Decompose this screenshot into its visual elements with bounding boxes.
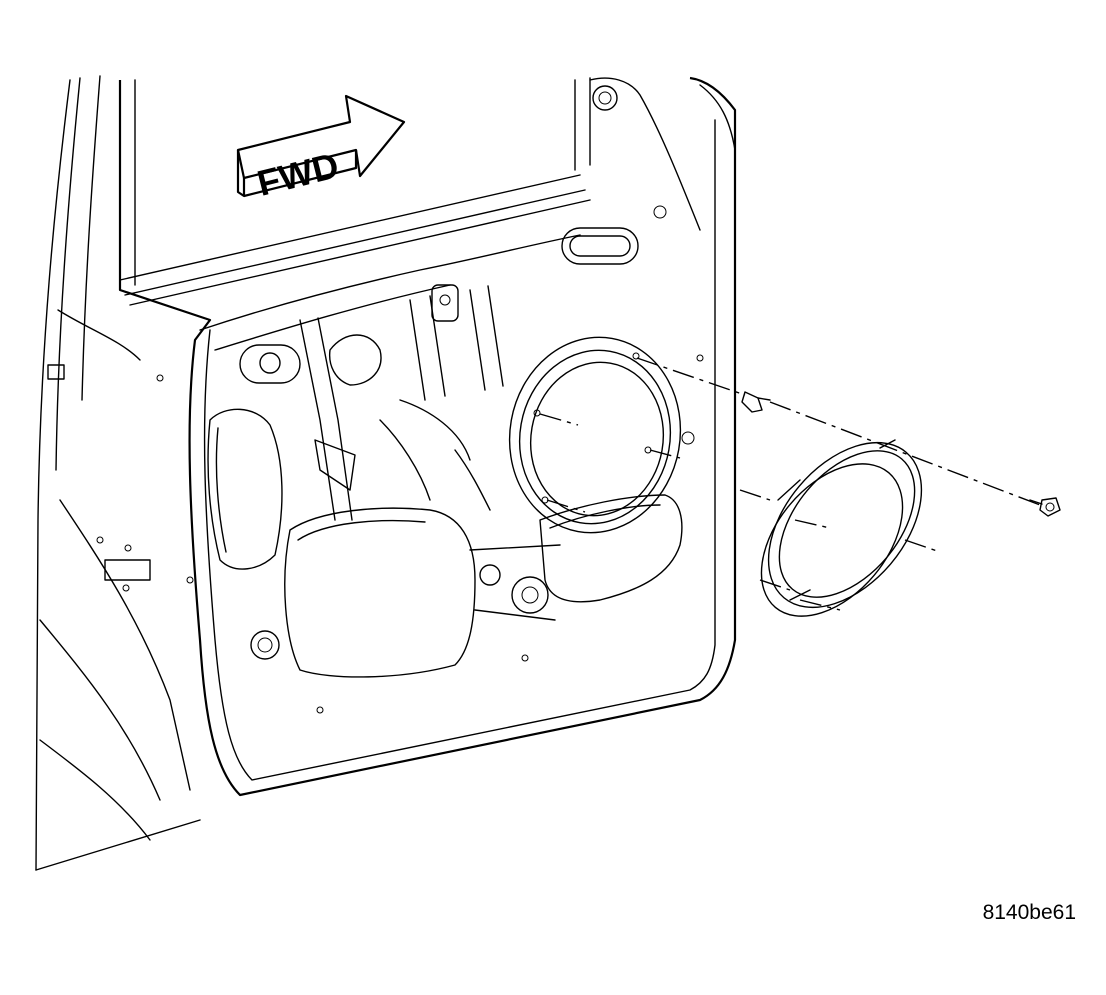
screw xyxy=(1029,497,1061,517)
fwd-arrow: FWD xyxy=(236,94,406,204)
door-frame xyxy=(118,76,737,797)
inner-panel xyxy=(156,205,704,714)
speaker xyxy=(760,439,923,617)
figure-id-label: 8140be61 xyxy=(982,901,1076,924)
speaker-opening xyxy=(454,336,682,534)
fwd-label: FWD xyxy=(253,144,342,204)
clip xyxy=(741,391,771,413)
alignment-lines xyxy=(539,357,1041,611)
body-pillar xyxy=(35,75,201,871)
